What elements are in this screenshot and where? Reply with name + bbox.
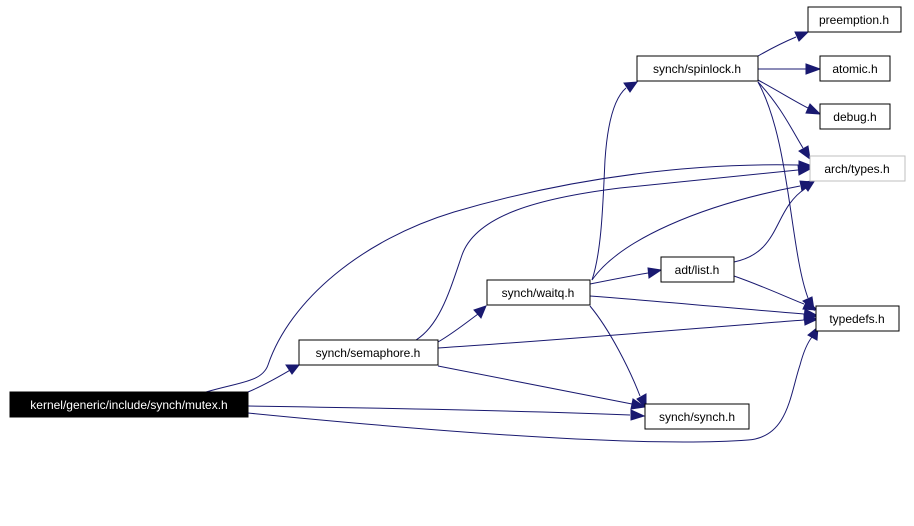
node-semaphore-h-box: [298, 339, 439, 366]
nodes-layer: kernel/generic/include/synch/mutex.h syn…: [9, 6, 906, 430]
node-mutex-h[interactable]: kernel/generic/include/synch/mutex.h: [9, 391, 249, 418]
node-synch-synch-h-box: [644, 403, 750, 430]
edge-adt-list-to-typedefs: [733, 275, 819, 311]
edge-spinlock-to-arch-types: [757, 81, 811, 161]
edge-spinlock-to-preemption: [757, 31, 810, 57]
edge-adt-list-to-arch-types: [733, 179, 817, 263]
node-adt-list-h[interactable]: adt/list.h: [660, 256, 735, 283]
node-typedefs-h-label: typedefs.h: [829, 312, 884, 326]
edge-mutex-to-synch-synch: [247, 405, 646, 421]
node-waitq-h[interactable]: synch/waitq.h: [486, 279, 591, 306]
node-preemption-h-box: [807, 6, 902, 33]
node-synch-synch-h-label: synch/synch.h: [659, 410, 735, 424]
node-synch-synch-h[interactable]: synch/synch.h: [644, 403, 750, 430]
node-preemption-h-label: preemption.h: [819, 13, 889, 27]
edge-waitq-to-adt-list: [589, 267, 663, 285]
edge-waitq-to-spinlock: [591, 81, 639, 281]
node-atomic-h-label: atomic.h: [832, 62, 877, 76]
node-preemption-h[interactable]: preemption.h: [807, 6, 902, 33]
edge-semaphore-to-waitq: [437, 305, 487, 343]
edge-spinlock-to-debug: [757, 79, 822, 115]
node-spinlock-h-label: synch/spinlock.h: [653, 62, 741, 76]
node-adt-list-h-box: [660, 256, 735, 283]
node-arch-types-h-label: arch/types.h: [824, 162, 889, 176]
node-debug-h[interactable]: debug.h: [819, 103, 891, 130]
node-debug-h-box: [819, 103, 891, 130]
edge-semaphore-to-arch-types: [415, 164, 814, 341]
edges-layer: [205, 31, 822, 443]
node-semaphore-h-label: synch/semaphore.h: [316, 346, 421, 360]
node-mutex-h-box: [9, 391, 249, 418]
node-debug-h-label: debug.h: [833, 110, 876, 124]
node-semaphore-h[interactable]: synch/semaphore.h: [298, 339, 439, 366]
node-waitq-h-label: synch/waitq.h: [502, 286, 575, 300]
edge-mutex-to-semaphore: [247, 364, 301, 393]
node-spinlock-h-box: [636, 55, 759, 82]
edge-semaphore-to-synch-synch: [437, 365, 647, 410]
node-mutex-h-label: kernel/generic/include/synch/mutex.h: [30, 398, 227, 412]
node-atomic-h[interactable]: atomic.h: [819, 55, 891, 82]
node-arch-types-h-box: [809, 155, 906, 182]
node-arch-types-h[interactable]: arch/types.h: [809, 155, 906, 182]
node-atomic-h-box: [819, 55, 891, 82]
node-typedefs-h[interactable]: typedefs.h: [815, 305, 900, 332]
edge-semaphore-to-typedefs: [437, 314, 820, 349]
node-spinlock-h[interactable]: synch/spinlock.h: [636, 55, 759, 82]
edge-waitq-to-typedefs: [589, 295, 820, 320]
edge-waitq-to-synch-synch: [589, 305, 647, 410]
node-adt-list-h-label: adt/list.h: [675, 263, 720, 277]
edge-spinlock-to-atomic: [758, 63, 822, 75]
node-typedefs-h-box: [815, 305, 900, 332]
node-waitq-h-box: [486, 279, 591, 306]
edge-spinlock-to-typedefs: [757, 81, 815, 312]
